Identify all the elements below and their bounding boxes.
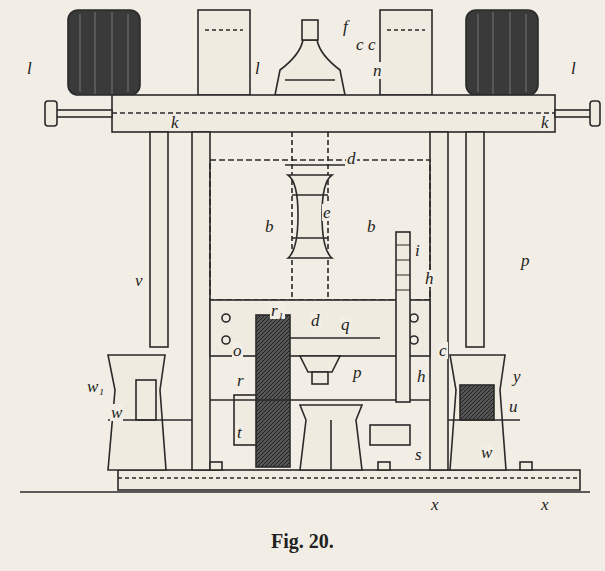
callout-letter: y — [512, 368, 522, 385]
callout-letter: p — [520, 252, 531, 269]
callout-letter: c — [367, 36, 377, 53]
figure-caption: Fig. 20. — [271, 530, 334, 552]
callout-letter: s — [414, 446, 423, 463]
callout-letter: c — [355, 36, 365, 53]
callout-letter: e — [322, 204, 332, 221]
callout-letter: p — [352, 364, 363, 381]
callout-letter: h — [416, 368, 427, 385]
callout-letter: x — [430, 496, 440, 513]
callout-letter: v — [134, 272, 144, 289]
callout-letter: c — [438, 342, 448, 359]
callout-letter: w₁ — [86, 378, 105, 395]
callout-letter: q — [340, 316, 351, 333]
callout-letter: o — [232, 342, 243, 359]
callout-letter: l — [254, 60, 261, 77]
callout-letter: l — [570, 60, 577, 77]
callout-letter: i — [414, 242, 421, 259]
callout-letter: b — [366, 218, 377, 235]
callout-letter: f — [342, 18, 349, 35]
callout-letter: r₁ — [270, 302, 285, 319]
callout-letter: k — [170, 114, 180, 131]
callout-letter: b — [264, 218, 275, 235]
callout-letter: n — [372, 62, 383, 79]
callout-letter: h — [424, 270, 435, 287]
callout-letter: d — [346, 150, 357, 167]
callout-letter: k — [540, 114, 550, 131]
callout-letter: r — [236, 372, 245, 389]
callout-letter: t — [236, 424, 243, 441]
callout-letter: l — [26, 60, 33, 77]
callout-letter: x — [540, 496, 550, 513]
callout-letter: w — [480, 444, 493, 461]
callout-letter: u — [508, 398, 519, 415]
callout-letter: d — [310, 312, 321, 329]
callout-letter: w — [110, 404, 123, 421]
